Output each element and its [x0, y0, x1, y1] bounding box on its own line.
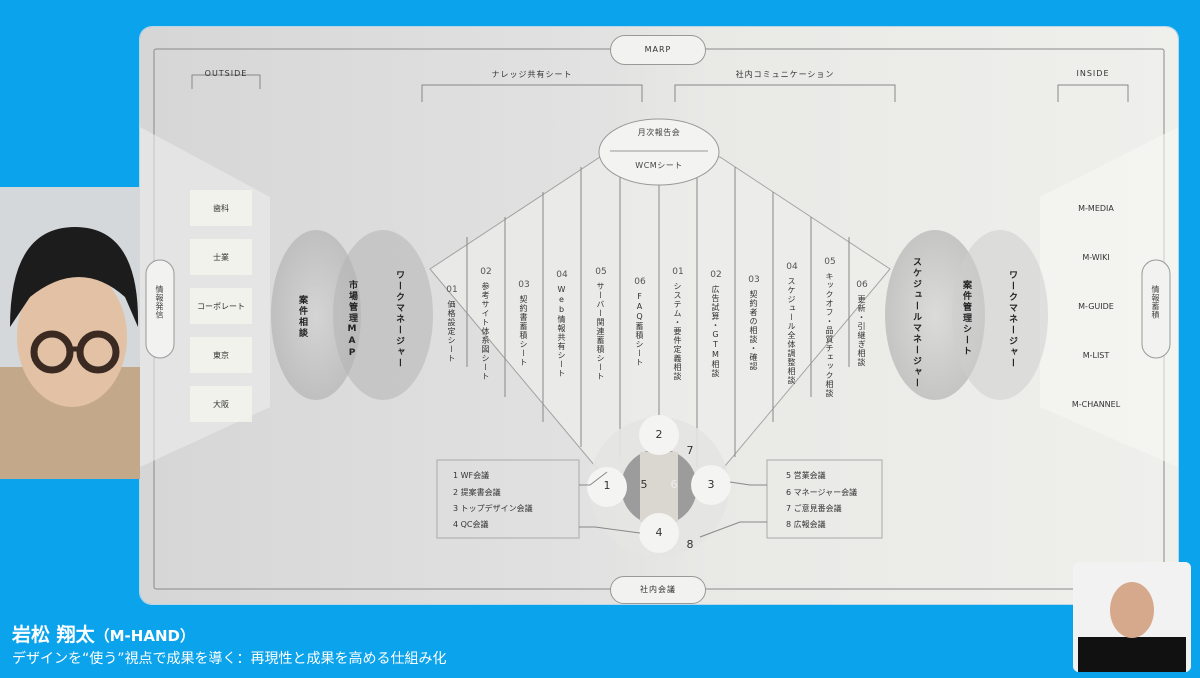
right-col-num-3: 03: [748, 275, 760, 285]
wcm-sheet-label: WCMシート: [635, 161, 683, 170]
left-col-num-6: 06: [634, 277, 646, 287]
right-col-num-4: 04: [786, 262, 798, 272]
meeting-5: 5 営業会議: [786, 471, 826, 480]
speaker-name: 岩松 翔太（M-HAND）: [12, 620, 195, 647]
right-col-text-5: キックオフ・品質チェック相談: [825, 272, 834, 398]
chip-m-guide: M-GUIDE: [1078, 301, 1114, 311]
left-col-num-5: 05: [595, 267, 607, 277]
right-col-text-6: 更新・引継ぎ相談: [857, 295, 866, 367]
left-col-text-2: 参考サイト体系図シート: [481, 282, 490, 381]
speaker-name-text: 岩松 翔太: [12, 624, 95, 646]
inside-label: INSIDE: [1076, 69, 1110, 78]
left-ring-work-manager: ワークマネージャー: [394, 270, 404, 369]
chip-corporate: コーポレート: [190, 288, 252, 324]
right-col-text-4: スケジュール全体調整相談: [787, 277, 796, 385]
circle-num-7: 7: [686, 444, 694, 457]
left-col-text-3: 契約書蓄積シート: [519, 295, 528, 367]
chip-m-media: M-MEDIA: [1078, 203, 1114, 213]
circle-num-1: 1: [603, 479, 611, 492]
info-send-label: 情報発信: [155, 285, 164, 319]
meeting-1: 1 WF会議: [453, 471, 490, 480]
marp-pill: MARP: [610, 35, 706, 65]
chip-osaka: 大阪: [190, 386, 252, 422]
speaker-org: （M-HAND）: [94, 627, 195, 645]
right-col-text-2: 広告試算・GTM相談: [711, 285, 720, 378]
right-col-num-2: 02: [710, 270, 722, 280]
left-col-num-2: 02: [480, 267, 492, 277]
second-speaker-camera: [1073, 562, 1191, 672]
knowledge-sheet-label: ナレッジ共有シート: [491, 70, 573, 79]
right-col-num-5: 05: [824, 257, 836, 267]
meeting-2: 2 提案書会議: [453, 488, 501, 497]
left-col-num-1: 01: [446, 285, 458, 295]
chip-m-wiki: M-WIKI: [1082, 252, 1110, 262]
chip-m-channel: M-CHANNEL: [1071, 399, 1121, 409]
speaker-avatar: [0, 187, 140, 479]
right-col-num-1: 01: [672, 267, 684, 277]
info-store-label: 情報蓄積: [1151, 285, 1160, 319]
circle-num-4: 4: [655, 526, 663, 539]
left-col-text-1: 価格設定シート: [447, 300, 456, 363]
left-col-num-4: 04: [556, 270, 568, 280]
circle-num-3: 3: [707, 478, 715, 491]
session-title: デザインを“使う”視点で成果を導く：再現性と成果を高める仕組み化: [12, 651, 447, 667]
right-ring-schedule-manager: スケジュールマネージャー: [911, 257, 921, 389]
right-ring-case-sheet: 案件管理シート: [961, 280, 971, 357]
right-ring-work-manager: ワークマネージャー: [1007, 270, 1017, 369]
presentation-slide: MARP 社内会議 OUTSIDE ナレッジ共有シート 社内コミュニケーション …: [140, 27, 1178, 604]
speaker-camera: [0, 187, 140, 479]
chip-m-list: M-LIST: [1082, 350, 1110, 360]
right-col-text-3: 契約者の相談・確認: [749, 290, 758, 371]
chip-professional: 士業: [190, 239, 252, 275]
left-ring-case-consult: 案件相談: [297, 295, 307, 339]
left-col-text-6: FAQ蓄積シート: [635, 292, 644, 367]
left-col-text-4: Web情報共有シート: [557, 285, 566, 378]
right-col-num-6: 06: [856, 280, 868, 290]
left-col-num-3: 03: [518, 280, 530, 290]
meeting-3: 3 トップデザイン会議: [453, 504, 533, 513]
internal-meeting-pill: 社内会議: [610, 576, 706, 604]
internal-comm-label: 社内コミュニケーション: [735, 70, 835, 79]
meeting-8: 8 広報会議: [786, 520, 826, 529]
monthly-report-label: 月次報告会: [637, 128, 681, 137]
outside-label: OUTSIDE: [204, 69, 248, 78]
left-col-text-5: サーバー関連蓄積シート: [596, 282, 605, 381]
chip-tokyo: 東京: [190, 337, 252, 373]
circle-num-5: 5: [640, 478, 648, 491]
circle-num-6: 6: [670, 478, 678, 491]
left-ring-market-map: 市場管理MAP: [347, 280, 357, 360]
meeting-6: 6 マネージャー会議: [786, 488, 858, 497]
meeting-4: 4 QC会議: [453, 520, 489, 529]
chip-dental: 歯科: [190, 190, 252, 226]
second-speaker-avatar: [1073, 562, 1191, 672]
meeting-7: 7 ご意見番会議: [786, 504, 842, 513]
circle-num-8: 8: [686, 538, 694, 551]
circle-num-2: 2: [655, 428, 663, 441]
right-col-text-1: システム・要件定義相談: [673, 282, 682, 381]
